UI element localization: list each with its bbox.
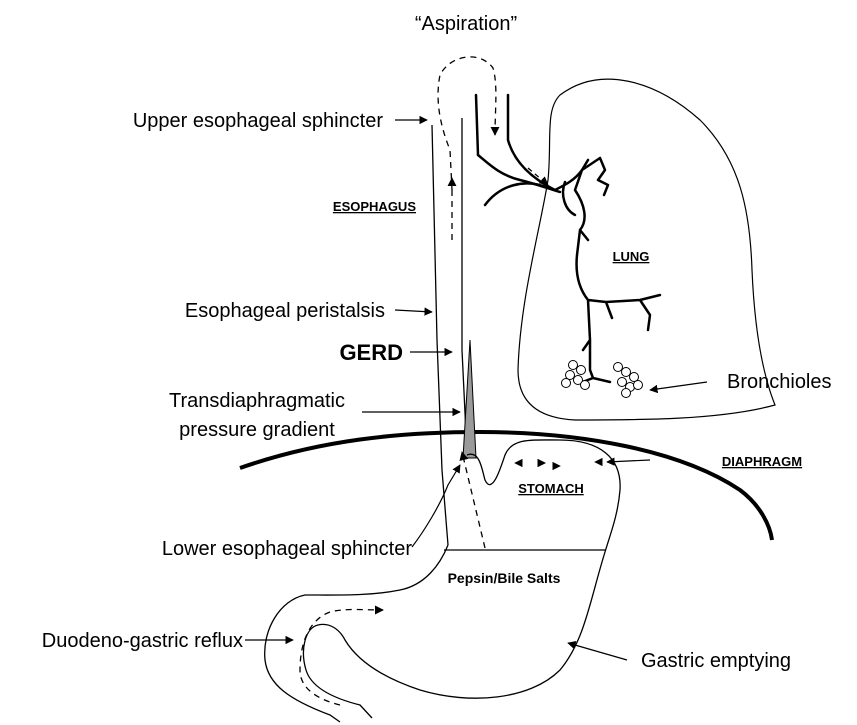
aspiration-path bbox=[438, 57, 496, 190]
esophagus-label: ESOPHAGUS bbox=[333, 199, 416, 214]
gastric-emptying-label: Gastric emptying bbox=[641, 650, 791, 672]
diaphragm-label: DIAPHRAGM bbox=[722, 454, 802, 469]
esophageal-peristalsis-label: Esophageal peristalsis bbox=[185, 300, 385, 322]
upper-sphincter-label: Upper esophageal sphincter bbox=[133, 110, 384, 132]
diaphragm bbox=[240, 432, 772, 540]
pepsin-label: Pepsin/Bile Salts bbox=[448, 570, 561, 586]
duodeno-reflux-arrow bbox=[300, 610, 383, 706]
lower-sphincter-label: Lower esophageal sphincter bbox=[162, 538, 413, 560]
gerd-label: GERD bbox=[339, 340, 403, 365]
duodeno-reflux-label: Duodeno-gastric reflux bbox=[42, 630, 243, 652]
esophagus bbox=[432, 118, 467, 545]
bronchioles-label: Bronchioles bbox=[727, 371, 832, 393]
stomach-lower-wall bbox=[265, 545, 448, 722]
lung-label: LUNG bbox=[613, 249, 650, 264]
transdiaphragmatic-label-line2: pressure gradient bbox=[179, 419, 335, 441]
transdiaphragmatic-label-line1: Transdiaphragmatic bbox=[169, 390, 345, 412]
aspiration-label: “Aspiration” bbox=[415, 13, 517, 35]
stomach-label: STOMACH bbox=[518, 481, 583, 496]
bronchial-tree bbox=[476, 95, 660, 383]
